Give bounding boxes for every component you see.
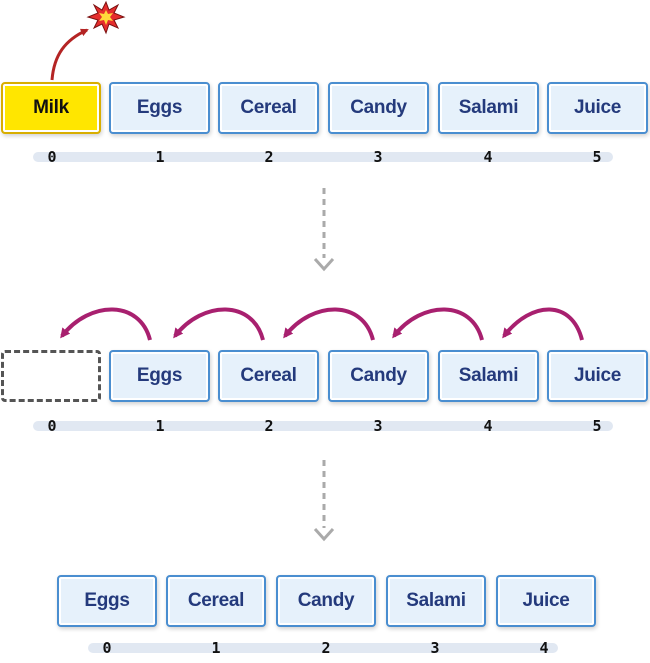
cell-label: Milk <box>33 97 69 118</box>
index-track <box>33 152 613 162</box>
index-label: 2 <box>264 417 274 435</box>
array-cell-1: Eggs <box>109 350 210 402</box>
index-label: 5 <box>592 417 602 435</box>
cell-label: Juice <box>573 97 622 118</box>
cell-label: Juice <box>573 365 622 386</box>
index-label: 0 <box>102 639 112 657</box>
index-label: 4 <box>483 148 493 166</box>
array-cell-0: Eggs <box>57 575 157 627</box>
curved-arrow-icon <box>392 307 484 341</box>
array-cell-5: Juice <box>547 350 648 402</box>
remove-arrow <box>50 28 89 81</box>
index-label: 3 <box>430 639 440 657</box>
array-cell-3: Candy <box>328 350 429 402</box>
cell-label: Candy <box>350 97 407 118</box>
cell-label: Eggs <box>136 365 183 386</box>
index-label: 4 <box>483 417 493 435</box>
array-cell-1: Cereal <box>166 575 266 627</box>
cell-label: Candy <box>297 590 355 611</box>
array-cell-2: Candy <box>276 575 376 627</box>
curved-arrow-icon <box>60 307 152 341</box>
array-cell-4: Salami <box>438 82 539 134</box>
cell-label: Cereal <box>240 365 297 386</box>
index-label: 5 <box>592 148 602 166</box>
index-label: 1 <box>211 639 221 657</box>
cell-label: Salami <box>458 97 519 118</box>
curved-arrow-icon <box>173 307 265 341</box>
index-track <box>33 421 613 431</box>
index-label: 3 <box>373 148 383 166</box>
down-arrow-icon <box>313 188 335 272</box>
index-label: 0 <box>47 417 57 435</box>
index-label: 1 <box>155 148 165 166</box>
cell-label: Salami <box>406 590 466 611</box>
index-label: 3 <box>373 417 383 435</box>
cell-label: Eggs <box>136 97 183 118</box>
index-label: 2 <box>264 148 274 166</box>
index-track <box>88 643 558 653</box>
cell-label: Eggs <box>84 590 130 611</box>
array-cell-2: Cereal <box>218 350 319 402</box>
array-cell-1: Eggs <box>109 82 210 134</box>
curved-arrow-icon <box>283 307 375 341</box>
array-cell-4: Salami <box>438 350 539 402</box>
array-cell-0 <box>1 350 101 402</box>
array-cell-2: Cereal <box>218 82 319 134</box>
curved-arrow-icon <box>502 307 584 341</box>
index-label: 1 <box>155 417 165 435</box>
cell-label: Cereal <box>240 97 297 118</box>
array-cell-5: Juice <box>547 82 648 134</box>
array-cell-0: Milk <box>1 82 101 134</box>
cell-label: Salami <box>458 365 519 386</box>
explosion-icon <box>86 0 126 35</box>
cell-label: Juice <box>522 590 570 611</box>
cell-label: Cereal <box>187 590 245 611</box>
down-arrow-icon <box>313 460 335 542</box>
array-cell-3: Salami <box>386 575 486 627</box>
index-label: 2 <box>321 639 331 657</box>
index-label: 4 <box>539 639 549 657</box>
index-label: 0 <box>47 148 57 166</box>
array-cell-4: Juice <box>496 575 596 627</box>
array-cell-3: Candy <box>328 82 429 134</box>
cell-label: Candy <box>350 365 407 386</box>
